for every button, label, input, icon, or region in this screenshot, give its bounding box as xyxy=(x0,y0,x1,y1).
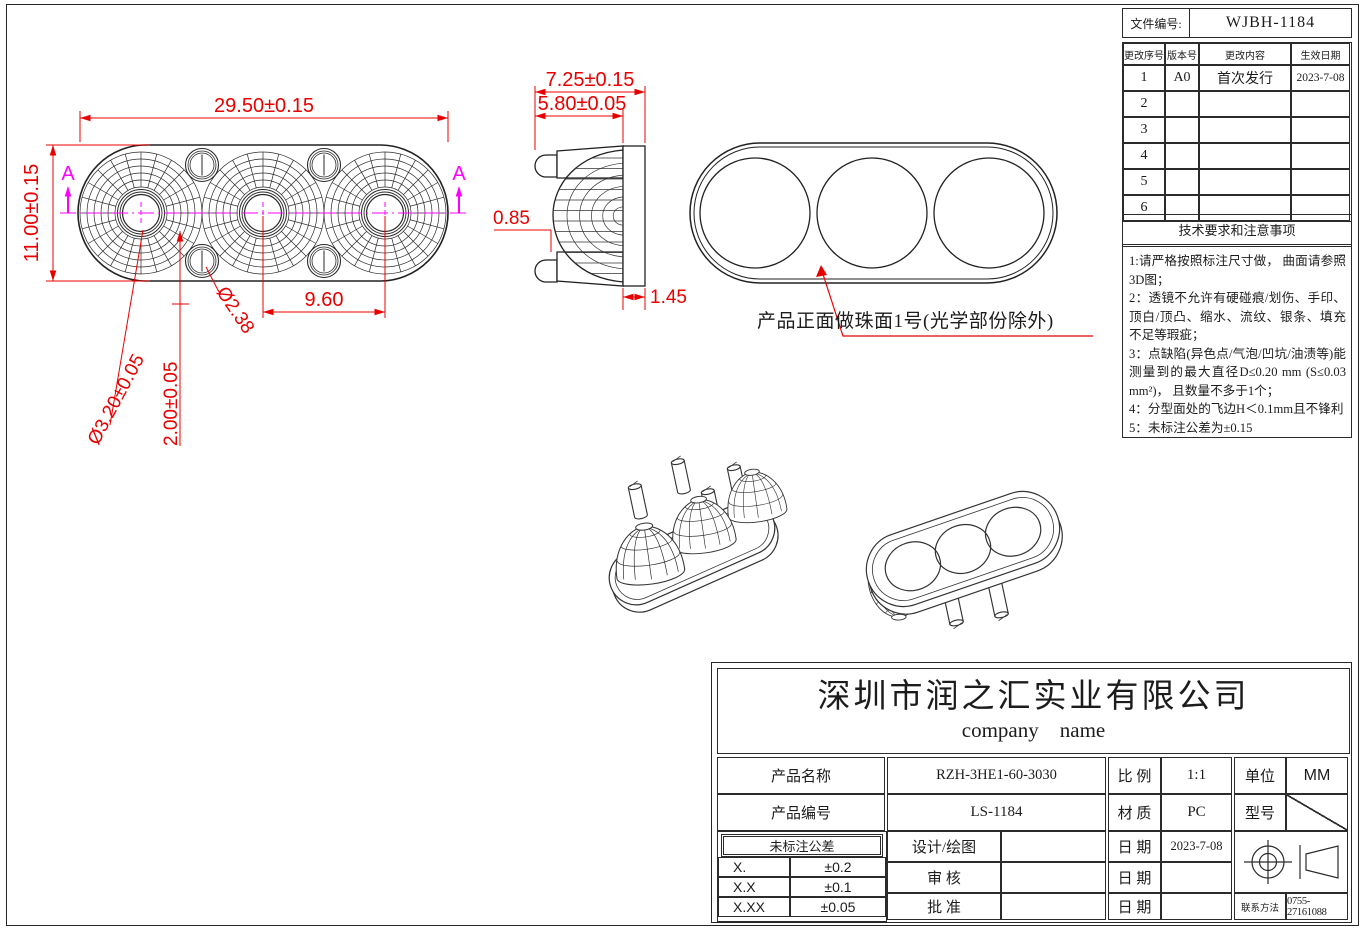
file-number-value: WJBH-1184 xyxy=(1225,14,1316,31)
section-label-right: A xyxy=(452,163,466,185)
scale-value: 1:1 xyxy=(1161,757,1232,794)
tech-note-line: 5：未标注公差为±0.15 xyxy=(1129,420,1253,435)
approve-date-label: 日 期 xyxy=(1108,893,1161,920)
svg-text:9.60: 9.60 xyxy=(305,289,344,311)
side-view: 7.25±0.15 5.80±0.05 0.85 1.45 xyxy=(493,69,687,310)
checker-label: 审 核 xyxy=(887,862,1001,893)
contact-phone: 0755-27161088 xyxy=(1286,893,1348,920)
technical-notes-title: 技术要求和注意事项 xyxy=(1123,215,1351,247)
model-label: 型号 xyxy=(1234,794,1286,831)
side-profile xyxy=(534,145,646,287)
approver-label: 批 准 xyxy=(887,893,1001,920)
tolerance-row: X.±0.2 xyxy=(718,857,886,877)
svg-text:29.50±0.15: 29.50±0.15 xyxy=(214,95,314,117)
side-dimension-text: 7.25±0.15 5.80±0.05 0.85 1.45 xyxy=(493,69,687,308)
third-angle-projection-icon xyxy=(1244,840,1339,884)
col-date: 生效日期 xyxy=(1291,43,1350,65)
sheet-border xyxy=(6,4,1359,926)
tolerance-row: X.X±0.1 xyxy=(718,877,886,897)
material-label: 材 质 xyxy=(1108,794,1161,831)
col-content: 更改内容 xyxy=(1199,43,1291,65)
iso-view-top xyxy=(865,490,1063,630)
tech-note-line: 4：分型面处的飞边H＜0.1mm且不锋利 xyxy=(1129,402,1344,416)
col-rev-no: 更改序号 xyxy=(1123,43,1165,65)
svg-text:1.45: 1.45 xyxy=(650,287,687,308)
iso-view-bottom xyxy=(608,454,789,613)
approver-signature xyxy=(1001,893,1106,920)
title-block: 深圳市润之汇实业有限公司 company name 产品名称 RZH-3HE1-… xyxy=(711,662,1352,923)
company-name: 深圳市润之汇实业有限公司 xyxy=(817,679,1250,716)
lens-dome-grid xyxy=(553,157,623,274)
file-number-label: 文件编号: xyxy=(1123,9,1190,37)
tolerance-row: X.XX±0.05 xyxy=(718,897,886,917)
checker-signature xyxy=(1001,862,1106,893)
revision-row: 2 xyxy=(1123,91,1351,117)
tolerance-title: 未标注公差 xyxy=(721,834,883,857)
svg-text:2.00±0.05: 2.00±0.05 xyxy=(161,362,182,446)
check-date-value xyxy=(1161,862,1232,893)
tech-note-line: 1:请严格按照标注尺寸做， 曲面请参照3D图； xyxy=(1129,254,1346,287)
revision-row: 3 xyxy=(1123,117,1351,143)
approve-date-value xyxy=(1161,893,1232,920)
iso-top-plate xyxy=(865,490,1063,615)
product-name-label: 产品名称 xyxy=(717,757,885,794)
design-date-value: 2023-7-08 xyxy=(1161,831,1232,862)
unit-label: 单位 xyxy=(1234,757,1286,794)
revision-header-row: 更改序号 版本号 更改内容 生效日期 xyxy=(1123,43,1351,65)
design-date-label: 日 期 xyxy=(1108,831,1161,862)
check-date-label: 日 期 xyxy=(1108,862,1161,893)
tolerance-table: 未标注公差 X.±0.2 X.X±0.1 X.XX±0.05 xyxy=(717,831,887,922)
contact-label: 联系方法 xyxy=(1234,893,1286,920)
part-no-value: LS-1184 xyxy=(887,794,1106,831)
svg-text:7.25±0.15: 7.25±0.15 xyxy=(546,69,635,91)
revision-row: 6 xyxy=(1123,195,1351,221)
product-name-value: RZH-3HE1-60-3030 xyxy=(887,757,1106,794)
unit-value: MM xyxy=(1286,757,1348,794)
col-version: 版本号 xyxy=(1165,43,1199,65)
part-no-label: 产品编号 xyxy=(717,794,885,831)
svg-text:0.85: 0.85 xyxy=(493,208,530,229)
surface-finish-note: 产品正面做珠面1号(光学部份除外) xyxy=(757,311,1054,332)
svg-text:Ø2.38: Ø2.38 xyxy=(212,283,258,338)
tech-note-line: 2：透镜不允许有硬碰痕/划伤、手印、顶白/顶凸、缩水、流纹、银条、填充不足等瑕疵… xyxy=(1129,291,1346,342)
revision-row: 5 xyxy=(1123,169,1351,195)
back-outline xyxy=(689,142,1058,284)
front-view: A A 29.50±0.15 11.00±0.15 9.60 Ø3.20±0.0… xyxy=(21,95,466,448)
projection-symbol-cell xyxy=(1234,831,1348,893)
svg-text:11.00±0.15: 11.00±0.15 xyxy=(21,164,43,262)
svg-text:Ø3.20±0.05: Ø3.20±0.05 xyxy=(84,351,149,448)
technical-notes-box: 技术要求和注意事项 1:请严格按照标注尺寸做， 曲面请参照3D图； 2：透镜不允… xyxy=(1122,214,1352,438)
back-view xyxy=(689,142,1093,337)
front-dimension-text: 29.50±0.15 11.00±0.15 9.60 Ø3.20±0.05 2.… xyxy=(21,95,343,448)
file-number-row: 文件编号: WJBH-1184 xyxy=(1122,8,1352,38)
model-value-diagonal xyxy=(1286,794,1348,831)
designer-label: 设计/绘图 xyxy=(887,831,1001,862)
designer-signature xyxy=(1001,831,1106,862)
tech-note-line: 3：点缺陷(异色点/气泡/凹坑/油渍等)能测量到的最大直径D≤0.20 mm (… xyxy=(1129,346,1346,398)
front-dimension-lines xyxy=(46,111,449,446)
section-label-left: A xyxy=(61,163,75,185)
material-value: PC xyxy=(1161,794,1232,831)
company-name-en: company name xyxy=(961,717,1106,742)
technical-notes-body: 1:请严格按照标注尺寸做， 曲面请参照3D图； 2：透镜不允许有硬碰痕/划伤、手… xyxy=(1123,247,1351,437)
lens-dome-profile xyxy=(552,149,624,283)
note-leader xyxy=(820,267,1093,337)
company-box: 深圳市润之汇实业有限公司 company name xyxy=(717,668,1350,754)
note-leader-arrow xyxy=(816,265,827,277)
svg-text:5.80±0.05: 5.80±0.05 xyxy=(538,93,627,115)
scale-label: 比 例 xyxy=(1108,757,1161,794)
revision-row: 4 xyxy=(1123,143,1351,169)
mount-holes xyxy=(184,147,342,279)
